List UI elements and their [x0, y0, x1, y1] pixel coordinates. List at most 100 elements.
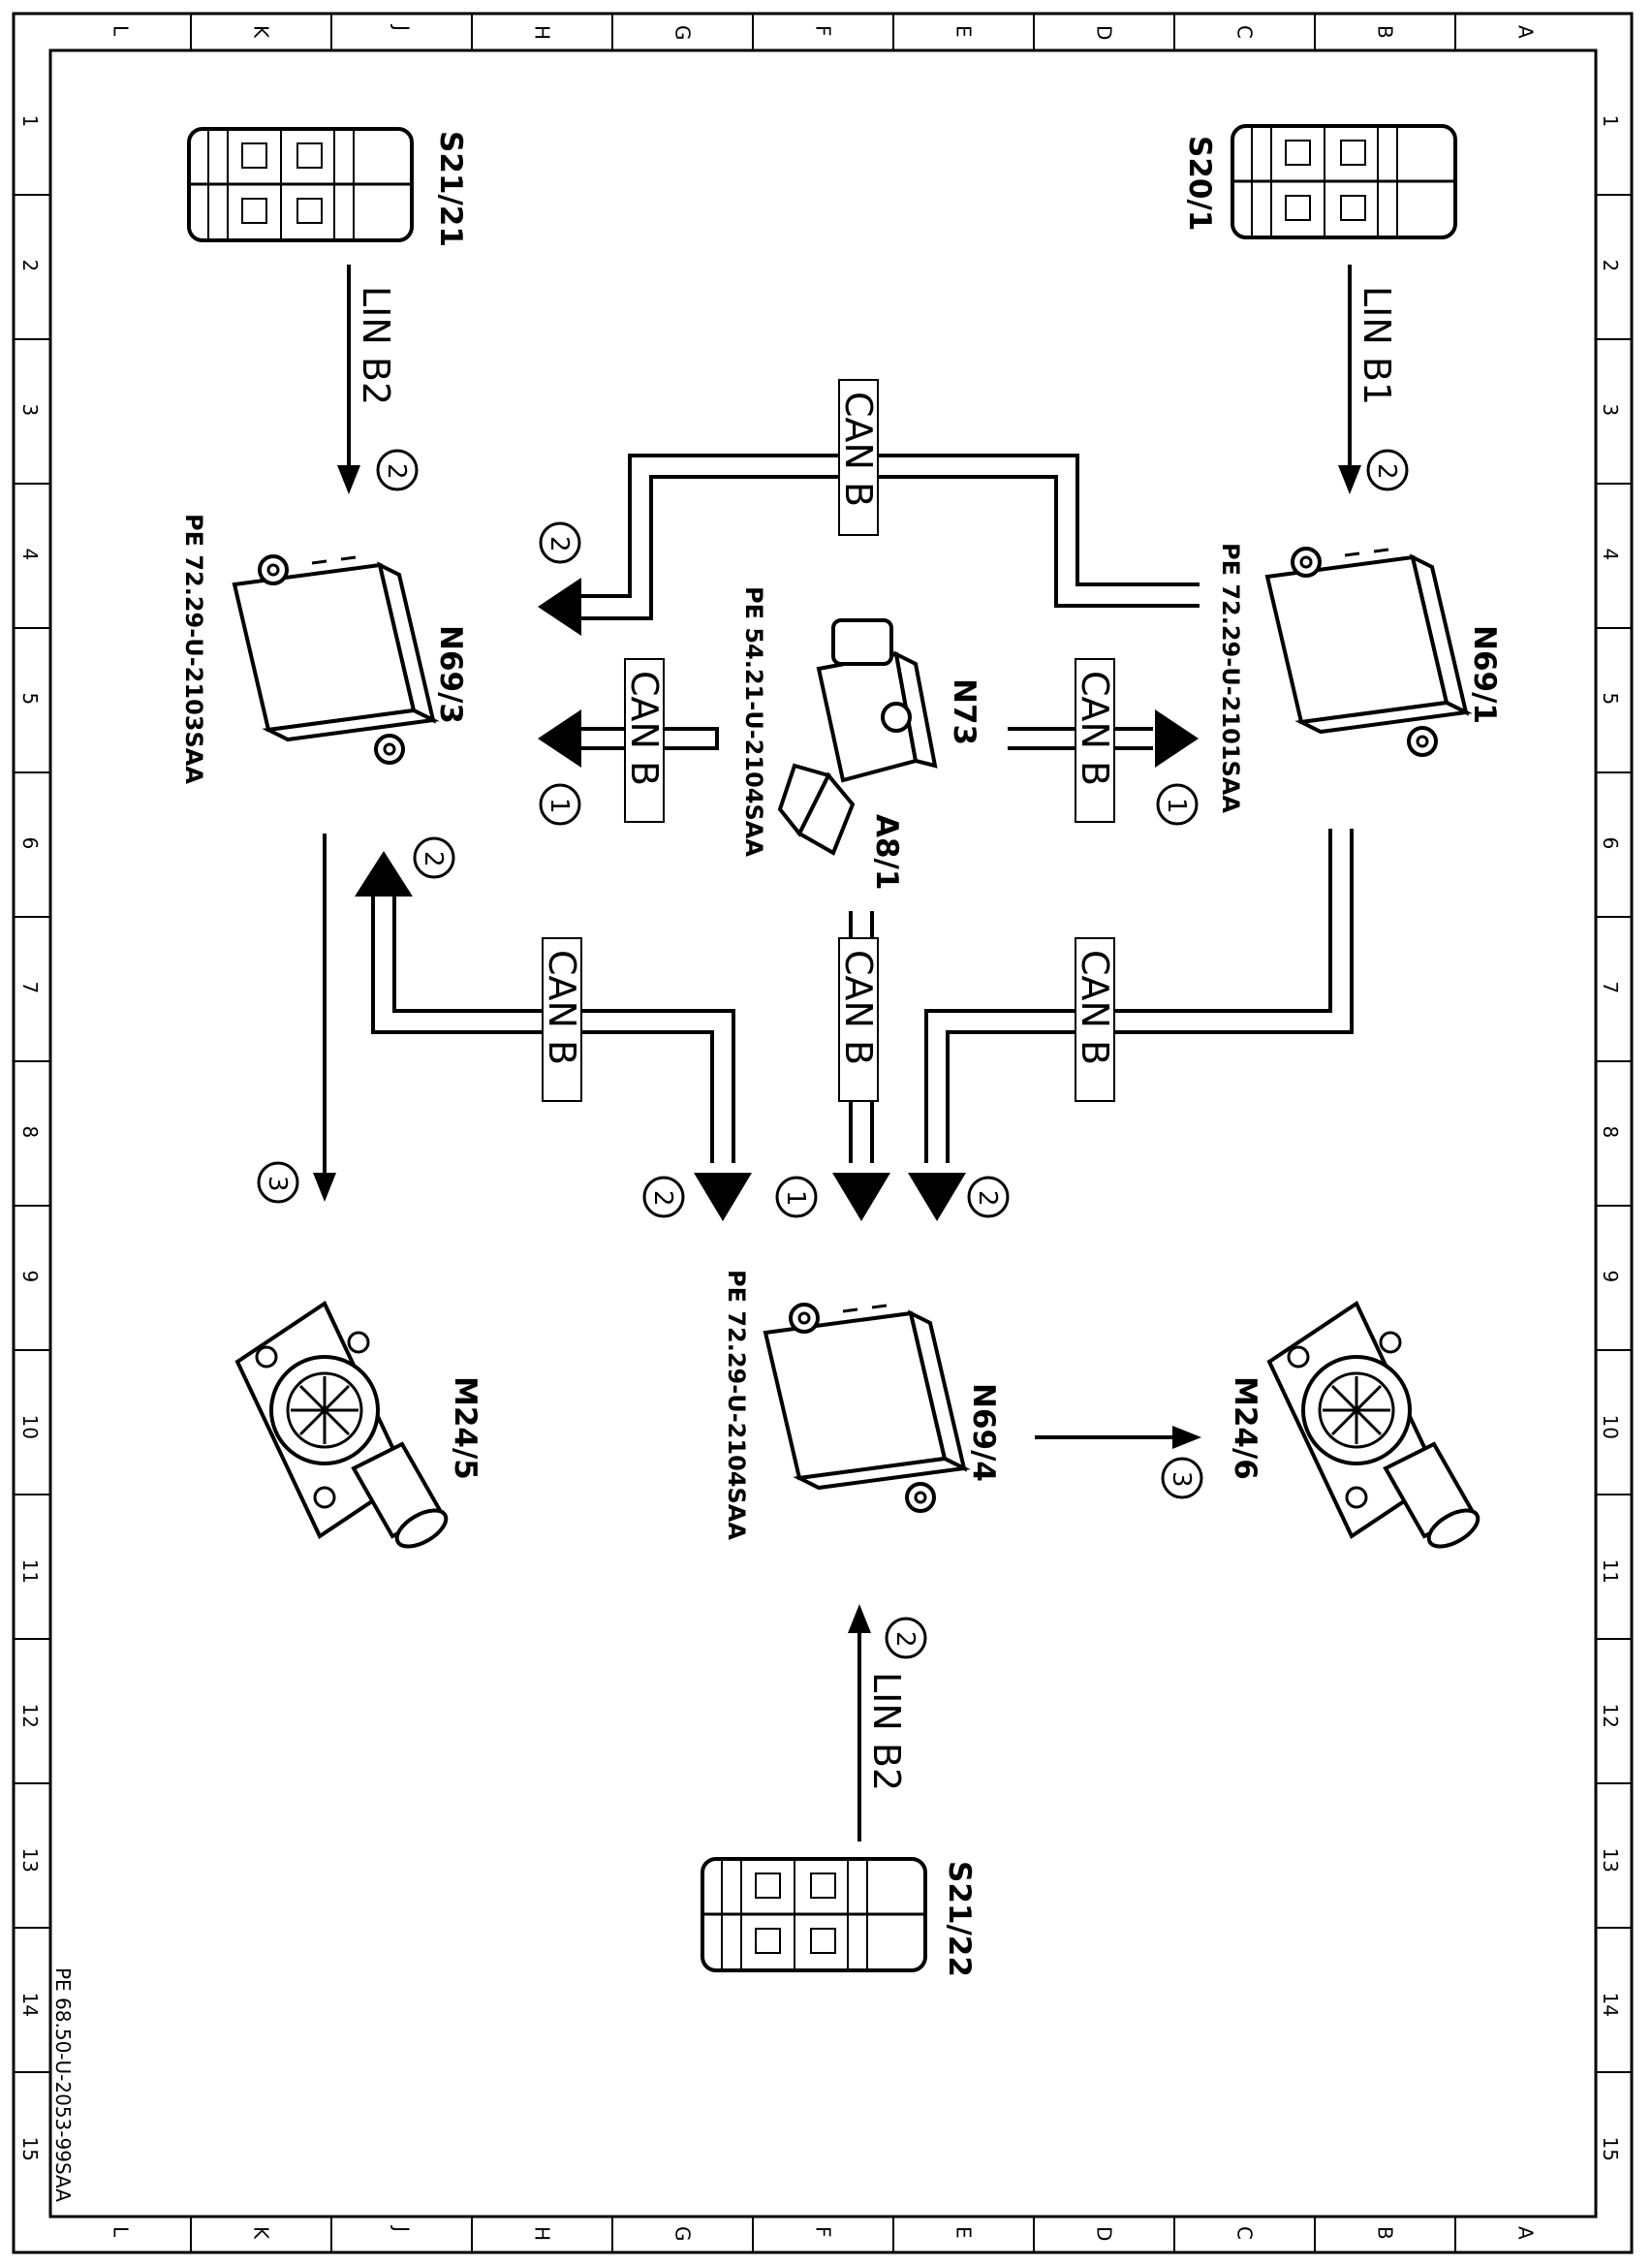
grid-column-label-top: H — [531, 25, 554, 40]
grid-row-label-right: 6 — [1599, 837, 1622, 850]
outer-frame — [12, 12, 1634, 2254]
grid-column-label-top: J — [390, 23, 414, 31]
grid-row-label-left: 8 — [18, 1126, 42, 1139]
s21-22-label: S21/22 — [942, 1861, 977, 1977]
grid-row-label-left: 4 — [18, 549, 42, 561]
grid-row-label-right: 1 — [1599, 115, 1622, 128]
grid-row-label-left: 2 — [18, 260, 42, 272]
can-b-label-lower-right: CAN B — [1074, 950, 1116, 1065]
m24-5-label: M24/5 — [448, 1376, 483, 1480]
can-b-label-left-box — [624, 658, 665, 823]
grid-row-label-right: 15 — [1599, 2137, 1622, 2161]
can-b-label-lower-left-box — [542, 937, 582, 1102]
marker-2-n69-3: 2 — [419, 851, 448, 867]
can-b-label-right-box — [1075, 658, 1115, 823]
marker-1-can-left-circle — [539, 783, 581, 826]
can-b-label-top-box — [838, 379, 879, 536]
grid-column-label-bottom: H — [531, 2226, 554, 2241]
grid-column-label-top: E — [952, 25, 976, 38]
grid-column-label-bottom: A — [1514, 2226, 1538, 2240]
grid-row-label-right: 14 — [1599, 1993, 1622, 2017]
n69-4-control-unit-icon — [764, 1303, 966, 1513]
drawing-number: PE 68.50-U-2053-99SAA — [51, 1967, 75, 2202]
lin-b2-label-bottom: LIN B2 — [865, 1672, 908, 1791]
grid-row-label-right: 3 — [1599, 404, 1622, 417]
grid-column-label-bottom: E — [952, 2226, 976, 2239]
marker-2-can-top: 2 — [545, 536, 574, 552]
grid-row-label-left: 15 — [18, 2137, 42, 2161]
grid-row-label-right: 12 — [1599, 1704, 1622, 1728]
s20-1-label: S20/1 — [1182, 136, 1217, 231]
s20-1-switch-icon — [1231, 124, 1457, 239]
marker-1-can-left: 1 — [545, 798, 574, 814]
m24-6-label: M24/6 — [1228, 1376, 1262, 1480]
marker-1-center: 1 — [781, 1190, 810, 1207]
n69-1-control-unit-icon — [1265, 547, 1468, 757]
grid-column-label-top: L — [109, 25, 133, 37]
n73-label: N73 — [947, 678, 982, 745]
lin-b1-label: LIN B1 — [1356, 286, 1398, 405]
marker-2-n69-3-circle — [413, 836, 455, 879]
grid-column-label-bottom: L — [109, 2226, 133, 2238]
grid-column-label-top: K — [250, 25, 273, 39]
marker-2-can-top-circle — [539, 521, 581, 564]
can-b-arrowheads — [355, 578, 1199, 1221]
marker-2-lower-right-circle — [967, 1176, 1010, 1218]
grid-row-label-left: 7 — [18, 982, 42, 994]
marker-1-can-right-circle — [1156, 783, 1199, 826]
n69-1-label: N69/1 — [1467, 625, 1502, 724]
n69-4-label: N69/4 — [966, 1383, 1001, 1482]
grid-row-label-right: 5 — [1599, 693, 1622, 706]
marker-2-lin-b1: 2 — [1372, 463, 1401, 480]
grid-row-label-left: 12 — [18, 1704, 42, 1728]
can-b-label-top: CAN B — [837, 392, 880, 507]
lin-b2-label-top: LIN B2 — [355, 286, 397, 405]
grid-column-label-bottom: C — [1233, 2226, 1257, 2240]
n69-4-reference: PE 72.29-U-2104SAA — [723, 1270, 750, 1540]
n69-3-control-unit-icon — [233, 554, 435, 765]
can-b-label-lower-right-box — [1075, 937, 1115, 1102]
marker-2-lin-b2-top-circle — [376, 449, 419, 491]
marker-2-lin-b2-bottom-circle — [885, 1617, 927, 1659]
s21-22-switch-icon — [701, 1857, 927, 1972]
n73-reference: PE 54.21-U-2104SAA — [740, 586, 767, 857]
grid-row-label-right: 11 — [1599, 1559, 1622, 1584]
can-b-label-right: CAN B — [1074, 671, 1116, 786]
marker-2-lower-left-circle — [642, 1176, 685, 1218]
grid-row-label-right: 13 — [1599, 1848, 1622, 1873]
grid-column-label-top: D — [1093, 25, 1116, 40]
n69-3-label: N69/3 — [433, 625, 468, 724]
grid-ticks — [14, 14, 1632, 2252]
marker-3-left: 3 — [263, 1176, 292, 1192]
lin-arrowheads — [313, 465, 1361, 1633]
s21-21-label: S21/21 — [433, 131, 468, 247]
marker-3-right: 3 — [1167, 1471, 1196, 1488]
marker-2-lin-b2-bottom: 2 — [890, 1631, 920, 1648]
marker-3-right-circle — [1161, 1457, 1203, 1499]
n69-3-reference: PE 72.29-U-2103SAA — [180, 514, 207, 784]
grid-column-label-top: F — [812, 25, 835, 37]
grid-column-label-bottom: D — [1093, 2226, 1116, 2241]
grid-row-label-left: 10 — [18, 1415, 42, 1439]
marker-2-lin-b2-top: 2 — [382, 463, 411, 480]
marker-1-center-circle — [775, 1176, 818, 1218]
grid-row-label-right: 9 — [1599, 1271, 1622, 1283]
grid-row-label-left: 6 — [18, 837, 42, 850]
lin-arrows — [321, 265, 1354, 1841]
grid-column-label-bottom: K — [250, 2226, 273, 2240]
grid-column-label-top: B — [1374, 25, 1397, 39]
grid-column-label-top: G — [671, 25, 695, 41]
inner-frame — [48, 48, 1598, 2219]
grid-column-label-bottom: B — [1374, 2226, 1397, 2240]
can-b-label-lower-left: CAN B — [541, 950, 583, 1065]
grid-column-label-bottom: F — [812, 2226, 835, 2238]
m24-6-motor-icon — [1267, 1302, 1486, 1557]
marker-2-lower-left: 2 — [648, 1190, 677, 1207]
marker-2-lin-b1-circle — [1366, 449, 1409, 491]
s21-21-switch-icon — [187, 127, 414, 242]
marker-3-left-circle — [257, 1161, 299, 1204]
marker-2-lower-right: 2 — [973, 1190, 1002, 1207]
can-b-label-center-box — [838, 937, 879, 1102]
grid-row-label-left: 1 — [18, 115, 42, 128]
